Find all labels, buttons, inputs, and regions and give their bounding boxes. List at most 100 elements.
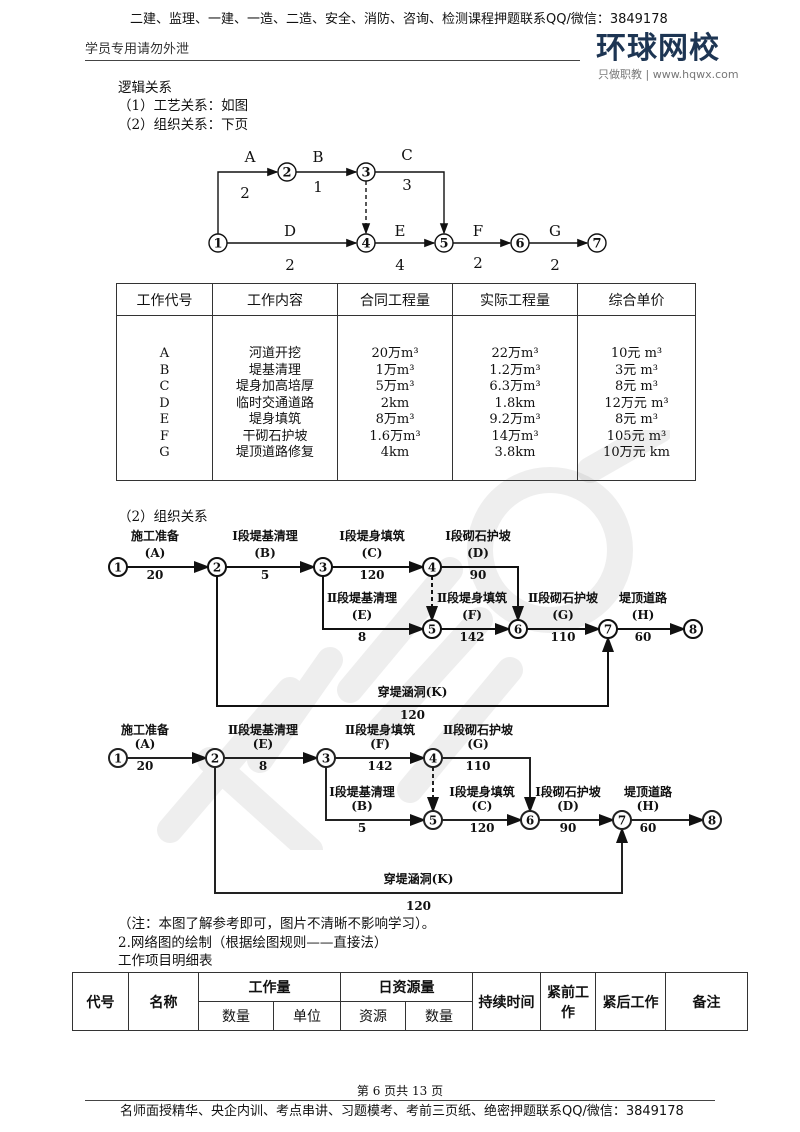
activity-label: 2 xyxy=(282,166,291,181)
activity-label: 8 xyxy=(708,813,716,827)
col-predecessor: 紧前工作 xyxy=(540,972,596,1031)
activity-label: (F) xyxy=(462,608,482,622)
node-circle xyxy=(422,557,442,577)
node-circle xyxy=(208,233,228,253)
arrow-line xyxy=(217,167,279,234)
activity-label: 1 xyxy=(213,237,222,252)
col-name: 名称 xyxy=(128,972,199,1031)
table-cell: 3.8km xyxy=(494,445,536,460)
header-ad: 二建、监理、一建、一造、二造、安全、消防、咨询、检测课程押题联系QQ/微信：38… xyxy=(130,12,668,27)
table-cell: C xyxy=(159,379,170,394)
activity-label: (B) xyxy=(351,799,373,813)
table-cell: 堤身填筑 xyxy=(248,412,301,427)
node-circle xyxy=(356,233,376,253)
activity-label: Ⅱ段砌石护坡 xyxy=(443,722,514,737)
work-item-detail-table: 代号 名称 工作量 日资源量 持续时间 紧前工作 紧后工作 备注 数量 单位 资… xyxy=(72,972,748,1031)
activity-label: 90 xyxy=(560,821,577,835)
activity-label: 2 xyxy=(550,256,560,274)
activity-label: 3 xyxy=(319,560,327,574)
table-cell: 1.2万m³ xyxy=(489,362,541,378)
table-cell: 3元 m³ xyxy=(615,362,658,378)
activity-label: 20 xyxy=(137,759,154,773)
activity-label: 施工准备 xyxy=(121,722,170,737)
arrow-line xyxy=(442,757,536,813)
logo-subtitle: 只做职教 | www.hqwx.com xyxy=(598,68,739,81)
activity-label: Ⅱ段堤基清理 xyxy=(327,590,397,605)
col-header: 综合单价 xyxy=(577,283,696,316)
activity-label: Ⅰ段砌石护坡 xyxy=(535,784,602,799)
footer-ad: 名师面授精华、央企内训、考点串讲、习题模考、考前三页纸、绝密押题联系QQ/微信：… xyxy=(120,1104,684,1119)
activity-label: 8 xyxy=(358,630,366,644)
table-cell: 临时交通道路 xyxy=(235,395,314,411)
activity-label: G xyxy=(549,222,561,240)
intro-title: 逻辑关系 xyxy=(118,80,172,96)
activity-label: 120 xyxy=(469,821,494,835)
col-header: 合同工程量 xyxy=(337,283,453,316)
activity-label: (H) xyxy=(637,799,660,813)
activity-label: 60 xyxy=(640,821,657,835)
activity-label: 5 xyxy=(429,813,437,827)
activity-label: (D) xyxy=(467,546,489,560)
table-cell: F xyxy=(159,428,170,444)
arrow-line xyxy=(322,576,425,635)
activity-label: 5 xyxy=(261,568,269,582)
node-circle xyxy=(423,748,443,768)
table-cell: B xyxy=(159,362,170,378)
activity-label: 穿堤涵洞(K) xyxy=(378,684,448,699)
activity-label: 2 xyxy=(473,254,483,272)
activity-label: Ⅱ段堤身填筑 xyxy=(345,722,415,737)
activity-label: 穿堤涵洞(K) xyxy=(384,871,454,886)
activity-label: 3 xyxy=(361,166,370,181)
activity-label: 60 xyxy=(635,630,652,644)
col-duration: 持续时间 xyxy=(472,972,541,1031)
activity-label: 120 xyxy=(400,708,425,722)
arrow-line xyxy=(216,576,614,707)
logo: 环球网校 xyxy=(596,31,720,66)
col-code: 代号 xyxy=(72,972,129,1031)
node-circle xyxy=(277,162,297,182)
activity-label: 4 xyxy=(361,237,370,252)
activity-label: A xyxy=(244,148,256,166)
table-cell: 14万m³ xyxy=(491,428,539,444)
table-cell: D xyxy=(159,395,170,411)
header-divider xyxy=(85,60,580,61)
activity-label: (A) xyxy=(135,737,156,751)
activity-label: 4 xyxy=(429,751,437,765)
arrow-line xyxy=(325,767,426,826)
node-circle xyxy=(598,619,618,639)
section2-title: （2）组织关系 xyxy=(118,509,208,525)
activity-label: F xyxy=(473,222,483,240)
activity-label: 120 xyxy=(406,899,431,913)
node-circle xyxy=(510,233,530,253)
table-cell: E xyxy=(159,412,170,427)
activity-label: 7 xyxy=(592,237,601,252)
col-unit: 单位 xyxy=(273,1001,341,1031)
arrow-line xyxy=(375,171,449,235)
activity-label: (E) xyxy=(253,737,274,751)
activity-label: 7 xyxy=(618,813,626,827)
table-cell: 105元 m³ xyxy=(606,428,667,444)
arrow-line xyxy=(441,566,524,622)
activity-label: (G) xyxy=(552,608,574,622)
col-qty2: 数量 xyxy=(405,1001,473,1031)
table-cell: 22万m³ xyxy=(491,346,539,361)
col-qty: 数量 xyxy=(198,1001,274,1031)
table-cell: 堤顶道路修复 xyxy=(235,445,314,460)
node-circle xyxy=(356,162,376,182)
activity-label: 20 xyxy=(147,568,164,582)
node-circle xyxy=(108,557,128,577)
col-header: 实际工程量 xyxy=(452,283,578,316)
node-circle xyxy=(434,233,454,253)
table-cell: A xyxy=(159,346,170,361)
node-circle xyxy=(612,810,632,830)
table-cell: 8元 m³ xyxy=(615,379,658,394)
activity-label: (F) xyxy=(370,737,390,751)
node-circle xyxy=(205,748,225,768)
table-cell: 12万元 m³ xyxy=(604,395,669,411)
